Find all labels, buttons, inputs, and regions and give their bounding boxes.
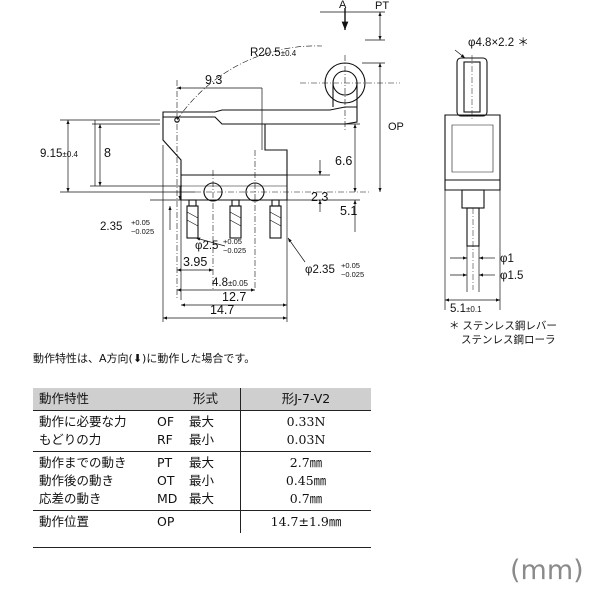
dim-4-8: 4.8±0.05: [212, 277, 249, 289]
label-op: OP: [388, 121, 404, 133]
dim-5-1: 5.1: [340, 204, 357, 218]
dim-2-3: 2.3: [311, 190, 328, 204]
dia-2-5-tol-hi: +0.05: [223, 237, 242, 246]
dia-2-5: φ2.5: [195, 240, 218, 252]
dia-2-5-tol-lo: −0.025: [223, 246, 246, 255]
operating-note: 動作特性は、A方向(⬇)に動作した場合です。: [33, 352, 256, 365]
dimension-lines: [60, 8, 385, 322]
label-a: A: [339, 0, 347, 11]
dim-8: 8: [104, 146, 111, 160]
dim-radius: R20.5±0.4: [250, 47, 297, 59]
dia-2-35-tol-hi: +0.05: [341, 261, 360, 270]
front-view: [162, 62, 366, 239]
header-characteristics: 動作特性: [39, 391, 90, 406]
dia-1: φ1: [500, 253, 514, 265]
side-5-1: 5.1±0.1: [450, 303, 482, 315]
header-model-name: 形J-7-V2: [240, 388, 371, 411]
dia-2-35: φ2.35: [305, 264, 335, 276]
dia-2-35-tol-lo: −0.025: [341, 270, 364, 279]
dim-3-95: 3.95: [183, 255, 207, 269]
unit-label: (mm): [510, 555, 584, 586]
dim-9-3: 9.3: [205, 73, 222, 87]
dim-14-7: 14.7: [210, 303, 234, 317]
dim-6-6: 6.6: [335, 154, 352, 168]
dim-12-7: 12.7: [222, 290, 246, 304]
side-view: [444, 55, 501, 290]
dia-1-5: φ1.5: [500, 270, 523, 282]
dimension-drawing: A PT OP R20.5±0.4 9.3 9.15±0.4 8 6.6 2.3…: [40, 0, 557, 345]
footnote-lever: ＊ ステンレス鋼レバー: [449, 319, 557, 332]
dim-2-35-tol-hi: +0.05: [131, 218, 150, 227]
table-header: 動作特性 形式 形J-7-V2: [33, 388, 371, 411]
header-model: 形式: [193, 391, 219, 406]
dim-2-35: 2.35: [100, 221, 122, 233]
dim-9-15: 9.15±0.4: [40, 148, 78, 160]
roller-dia: φ4.8×2.2 ＊: [468, 37, 529, 49]
footnote-roller: ステンレス鋼ローラ: [461, 333, 556, 345]
label-pt: PT: [375, 0, 389, 12]
dim-2-35-tol-lo: −0.025: [131, 227, 154, 236]
side-dimensions: [444, 49, 501, 310]
